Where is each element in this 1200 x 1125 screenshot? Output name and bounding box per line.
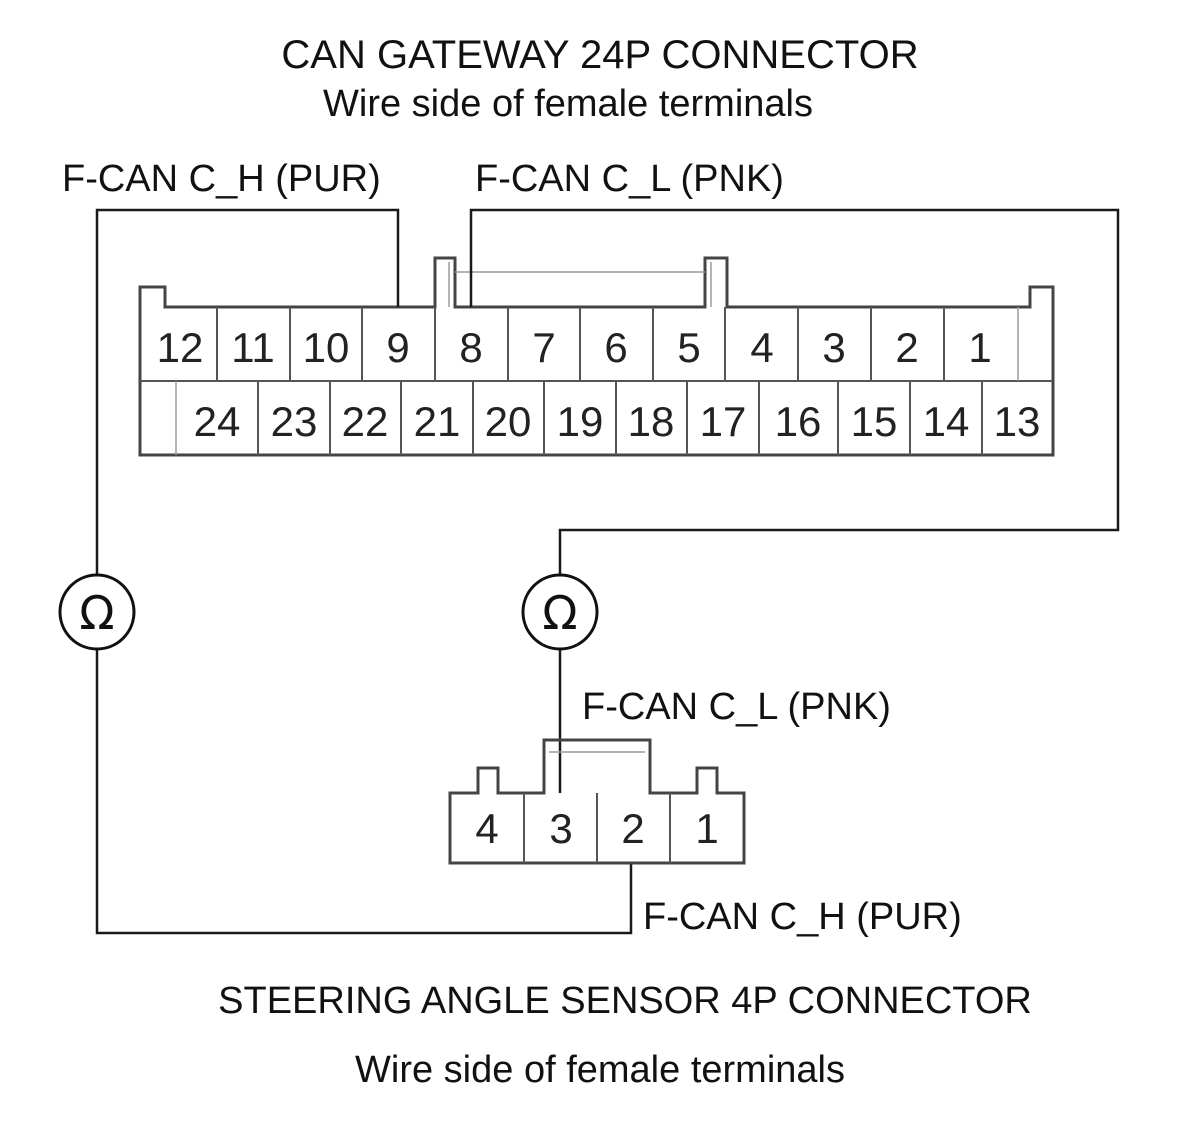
gateway-pin-17: 17 (700, 398, 747, 445)
sensor-title: STEERING ANGLE SENSOR 4P CONNECTOR (218, 980, 1032, 1022)
sensor-can-h-label: F-CAN C_H (PUR) (643, 896, 962, 938)
gateway-pin-5: 5 (677, 324, 700, 371)
sensor-subtitle: Wire side of female terminals (355, 1049, 845, 1091)
left-ohm-symbol: Ω (79, 586, 114, 640)
can-h-wire-upper (95, 208, 400, 575)
ohmmeter-icon (521, 573, 599, 651)
gateway-title: CAN GATEWAY 24P CONNECTOR (281, 33, 918, 77)
gateway-pin-11: 11 (231, 324, 275, 371)
gateway-pin-9: 9 (386, 324, 409, 371)
gateway-pin-12: 12 (157, 324, 204, 371)
gateway-pin-19: 19 (557, 398, 604, 445)
left-ohmmeter: Ω (58, 573, 136, 651)
gateway-pin-6: 6 (604, 324, 627, 371)
gateway-pin-13: 13 (994, 398, 1041, 445)
gateway-bottom-row: 24 23 22 21 20 19 18 17 16 15 14 13 (194, 381, 1041, 455)
right-ohmmeter: Ω (521, 573, 599, 651)
gateway-pin-14: 14 (923, 398, 970, 445)
gateway-pin-7: 7 (532, 324, 555, 371)
gateway-can-l-label: F-CAN C_L (PNK) (475, 158, 784, 200)
gateway-pin-24: 24 (194, 398, 241, 445)
gateway-pin-8: 8 (459, 324, 482, 371)
sensor-pin-4: 4 (475, 805, 498, 852)
sensor-connector-outline (448, 738, 746, 865)
can-h-wire-lower (95, 649, 633, 935)
sensor-can-l-label: F-CAN C_L (PNK) (582, 686, 891, 728)
gateway-connector-outline (138, 256, 1055, 457)
sensor-connector: 4 3 2 1 (448, 738, 746, 865)
gateway-pin-1: 1 (968, 324, 991, 371)
gateway-pin-22: 22 (342, 398, 389, 445)
gateway-connector: 12 11 10 9 8 7 6 5 4 3 2 1 24 (138, 256, 1055, 457)
gateway-pin-21: 21 (414, 398, 461, 445)
gateway-pin-15: 15 (851, 398, 898, 445)
can-l-wire-upper (469, 208, 1120, 575)
gateway-pin-10: 10 (303, 324, 350, 371)
gateway-top-row: 12 11 10 9 8 7 6 5 4 3 2 1 (157, 307, 992, 381)
gateway-pin-2: 2 (895, 324, 918, 371)
gateway-pin-18: 18 (628, 398, 675, 445)
gateway-subtitle: Wire side of female terminals (323, 83, 813, 125)
sensor-pin-2: 2 (621, 805, 644, 852)
right-ohm-symbol: Ω (542, 586, 577, 640)
gateway-pin-23: 23 (271, 398, 318, 445)
gateway-pin-20: 20 (485, 398, 532, 445)
sensor-pin-3: 3 (549, 805, 572, 852)
ohmmeter-icon (58, 573, 136, 651)
gateway-pin-16: 16 (775, 398, 822, 445)
gateway-pin-3: 3 (822, 324, 845, 371)
gateway-can-h-label: F-CAN C_H (PUR) (62, 158, 381, 200)
sensor-pin-1: 1 (695, 805, 718, 852)
gateway-pin-4: 4 (750, 324, 773, 371)
